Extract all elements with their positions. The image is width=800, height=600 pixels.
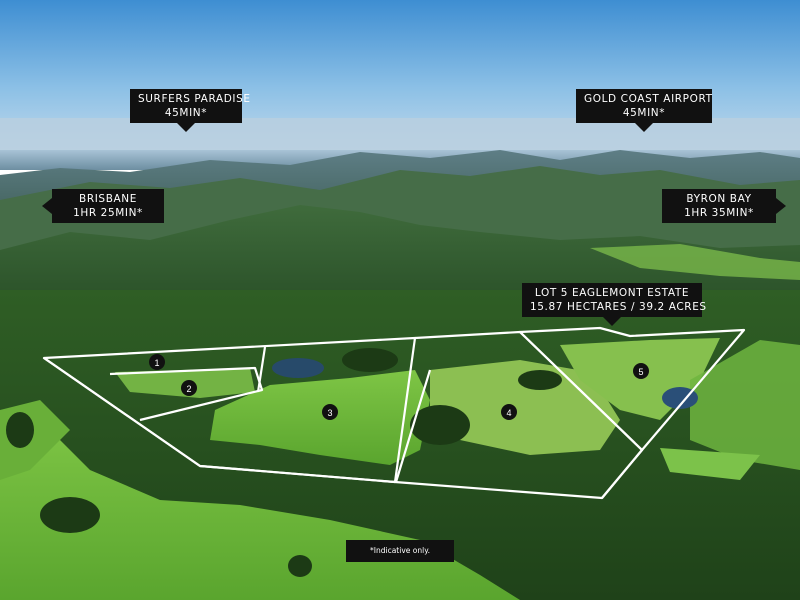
callout-time: 1HR 25MIN* bbox=[73, 207, 143, 219]
callout-lot-area: 15.87 HECTARES / 39.2 ACRES bbox=[530, 301, 707, 313]
lot-number: 4 bbox=[506, 408, 511, 418]
callout-time: 45MIN* bbox=[622, 107, 666, 119]
callout-byron-bay: BYRON BAY 1HR 35MIN* bbox=[662, 189, 786, 223]
neighbour-pasture bbox=[690, 340, 800, 470]
lot-marker-1: 1 bbox=[149, 354, 165, 370]
boundary-lot-2-3 bbox=[256, 346, 267, 393]
callout-time: 1HR 35MIN* bbox=[684, 207, 754, 219]
callout-place: SURFERS PARADISE bbox=[138, 93, 251, 105]
callout-lot-5: LOT 5 EAGLEMONT ESTATE 15.87 HECTARES / … bbox=[522, 283, 707, 326]
lot-marker-2: 2 bbox=[181, 380, 197, 396]
boundary-east bbox=[601, 449, 643, 499]
callout-surfers-paradise: SURFERS PARADISE 45MIN* bbox=[130, 89, 251, 132]
estate-boundary bbox=[42, 326, 746, 500]
callout-brisbane: BRISBANE 1HR 25MIN* bbox=[42, 189, 164, 223]
boundary-lot-1-2 bbox=[109, 366, 264, 422]
pasture-lot-3 bbox=[210, 370, 430, 465]
boundary-lot-3-4 bbox=[394, 369, 432, 483]
lot-marker-3: 3 bbox=[322, 404, 338, 420]
lot-number: 2 bbox=[186, 384, 191, 394]
dam-right bbox=[662, 387, 698, 409]
boundary-lot-5 bbox=[518, 326, 746, 452]
lot-marker-4: 4 bbox=[501, 404, 517, 420]
distant-pasture bbox=[590, 244, 800, 280]
callout-place: GOLD COAST AIRPORT bbox=[584, 93, 713, 105]
lot-number: 3 bbox=[327, 408, 332, 418]
lot-number: 1 bbox=[154, 358, 159, 368]
dam-left bbox=[272, 358, 324, 378]
lot-markers: 1 2 3 4 5 bbox=[149, 354, 649, 420]
callout-gold-coast-airport: GOLD COAST AIRPORT 45MIN* bbox=[576, 89, 713, 132]
callout-lot-title: LOT 5 EAGLEMONT ESTATE bbox=[534, 287, 690, 299]
lot-number: 5 bbox=[638, 367, 643, 377]
lot-marker-5: 5 bbox=[633, 363, 649, 379]
neighbour-field bbox=[660, 448, 760, 480]
disclaimer-note: *Indicative only. bbox=[346, 540, 454, 562]
callout-place: BYRON BAY bbox=[686, 193, 752, 205]
callout-time: 45MIN* bbox=[164, 107, 208, 119]
callout-place: BRISBANE bbox=[79, 193, 137, 205]
tree-clusters bbox=[6, 348, 562, 577]
